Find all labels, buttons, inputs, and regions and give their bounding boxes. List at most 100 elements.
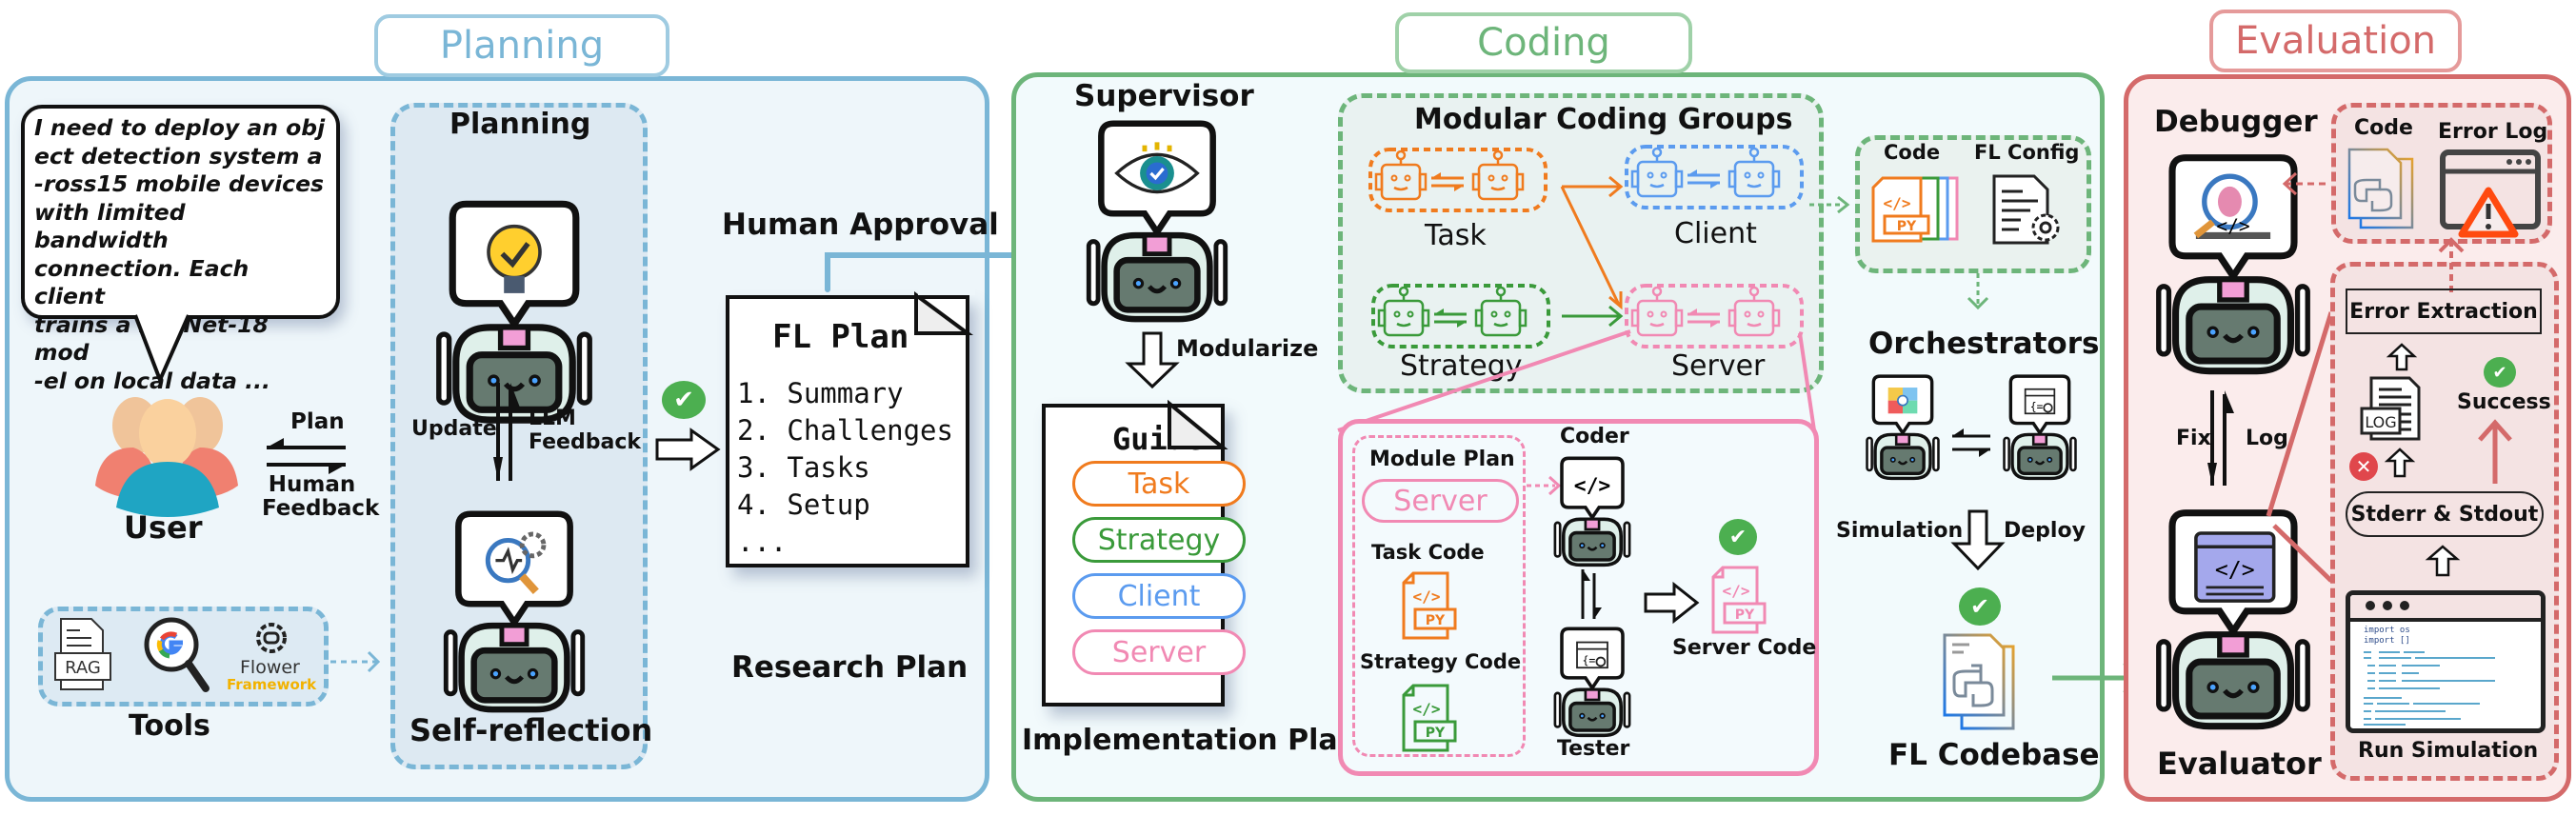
run-to-stdio-arrow: [2425, 545, 2461, 577]
coding-group-pair-icon: [1625, 284, 1804, 348]
tool-flower-label: Flower: [240, 657, 300, 678]
plan-to-coder-arrow: [1527, 475, 1562, 496]
human-approval-label: Human Approval: [722, 208, 999, 242]
guide-item-strategy: Strategy: [1072, 517, 1246, 563]
speech-bubble: [455, 510, 573, 628]
implementation-plan-label: Implementation Plan: [1022, 724, 1358, 757]
robot-body: [1553, 517, 1631, 567]
code-line: import []: [2364, 636, 2410, 646]
svg-text:PY: PY: [1426, 613, 1446, 628]
modularize-arrow: [1125, 331, 1180, 389]
error-extraction-box: Error Extraction: [2346, 289, 2542, 334]
robot-body: [443, 622, 586, 713]
llm-feedback-label: LLM Feedback: [529, 407, 641, 454]
mini-robot-icon: [1377, 286, 1430, 337]
stdio-to-log-arrow: [2384, 448, 2416, 478]
module-plan-value: Server: [1362, 479, 1519, 523]
deploy-label: Deploy: [2004, 519, 2086, 543]
guide-item-server: Server: [1072, 629, 1246, 675]
page-fold-icon: [914, 289, 975, 335]
group-dependency-arrows: [1560, 175, 1624, 328]
window-titlebar: [2350, 595, 2541, 622]
coding-group-server: [1625, 282, 1806, 354]
coding-group-pair-icon: [1368, 148, 1548, 212]
user-prompt-line: -el on local data ...: [34, 367, 270, 394]
mini-robot-icon: [1727, 286, 1781, 337]
stacked-code-files-icon: </> PY: [1871, 176, 1959, 243]
speech-bubble: {=: [1560, 627, 1625, 691]
to-server-code-arrow: [1644, 581, 1700, 625]
coder-robot: </>: [1553, 456, 1631, 567]
user-prompt-line: connection. Each client: [34, 254, 250, 310]
bidirectional-arrow: [267, 438, 346, 474]
orchestrator-exchange-arrows: [1952, 428, 1990, 457]
supervisor-label: Supervisor: [1074, 79, 1254, 113]
fl-codebase-label: FL Codebase: [1888, 738, 2100, 772]
robot-body: [2156, 631, 2310, 730]
speech-bubble: {=: [2008, 374, 2071, 436]
module-plan-label: Module Plan: [1369, 448, 1515, 471]
update-label: Update: [411, 417, 497, 441]
deploy-arrow: [1950, 509, 2006, 571]
log-to-extraction-arrow: [2386, 343, 2418, 371]
rag-text: RAG: [65, 658, 101, 678]
coding-group-pair-icon: [1371, 284, 1550, 348]
python-codebase-icon: [1943, 633, 2015, 730]
modularize-label: Modularize: [1176, 335, 1319, 362]
coding-group-strategy: [1371, 282, 1552, 354]
speech-bubble: [449, 200, 580, 330]
robot-body: [2156, 276, 2310, 375]
coding-group-client: [1625, 143, 1806, 215]
debugger-robot: </>: [2156, 154, 2310, 375]
planning-title: Planning: [374, 14, 669, 77]
update-feedback-arrows: [493, 383, 520, 481]
approval-check-icon: ✔: [662, 381, 706, 419]
user-prompt-line: ect detection system a: [34, 142, 323, 169]
robot-body: [1866, 432, 1940, 481]
speech-bubble: </>: [1560, 456, 1625, 521]
fl-plan-item: ...: [737, 526, 788, 558]
strategy-code-file-icon: </> PY: [1402, 684, 1457, 752]
mini-robot-icon: [1727, 147, 1781, 198]
research-plan-label: Research Plan: [731, 650, 968, 685]
tools-label: Tools: [129, 709, 210, 743]
robot-body: [436, 324, 592, 424]
server-code-label: Server Code: [1672, 636, 1817, 660]
guide-item-task: Task: [1072, 461, 1246, 507]
server-code-file-icon: </> PY: [1711, 566, 1767, 634]
speech-bubble: </>: [2168, 154, 2298, 283]
success-label: Success: [2457, 390, 2551, 414]
mini-robot-icon: [1630, 147, 1684, 198]
fl-plan-item: 4. Setup: [737, 488, 870, 521]
planning-robot: [436, 200, 592, 424]
page-fold-icon: [1168, 399, 1228, 449]
evaluation-zoom-lines: [2266, 311, 2334, 583]
user-prompt-bubble: I need to deploy an obj ect detection sy…: [21, 105, 340, 394]
server-code-check-icon: ✔: [1719, 519, 1757, 555]
tools-to-agent-arrow: [330, 650, 381, 673]
modular-groups-title: Modular Coding Groups: [1414, 103, 1793, 136]
llm-feedback-text: LLM Feedback: [529, 407, 641, 454]
error-log-label: Error Log: [2438, 120, 2548, 144]
evaluator-robot: </>: [2156, 509, 2310, 730]
svg-text:PY: PY: [1735, 607, 1755, 623]
fl-config-icon: [1992, 174, 2060, 245]
python-code-icon: [2347, 148, 2414, 229]
evaluation-title: Evaluation: [2209, 10, 2462, 72]
inputs-to-debugger-arrow: [2282, 171, 2328, 196]
log-file-icon: LOG: [2360, 376, 2421, 441]
user-prompt-line: -ross15 mobile devices: [34, 170, 325, 197]
codebase-check-icon: ✔: [1959, 587, 2001, 626]
fix-label: Fix: [2176, 427, 2211, 450]
task-code-label: Task Code: [1371, 541, 1485, 564]
coding-group-strategy-label: Strategy: [1400, 349, 1523, 383]
planning-agent-label: Planning: [449, 108, 591, 141]
mini-robot-icon: [1374, 149, 1428, 201]
artifacts-to-orchestrators-arrow: [1967, 273, 1989, 310]
mini-robot-icon: [1471, 149, 1525, 201]
to-plan-arrow: [655, 428, 721, 471]
user-label: User: [124, 509, 203, 546]
coder-label: Coder: [1560, 425, 1629, 448]
robot-body: [1086, 231, 1228, 323]
failure-x-icon: ✕: [2349, 452, 2378, 481]
